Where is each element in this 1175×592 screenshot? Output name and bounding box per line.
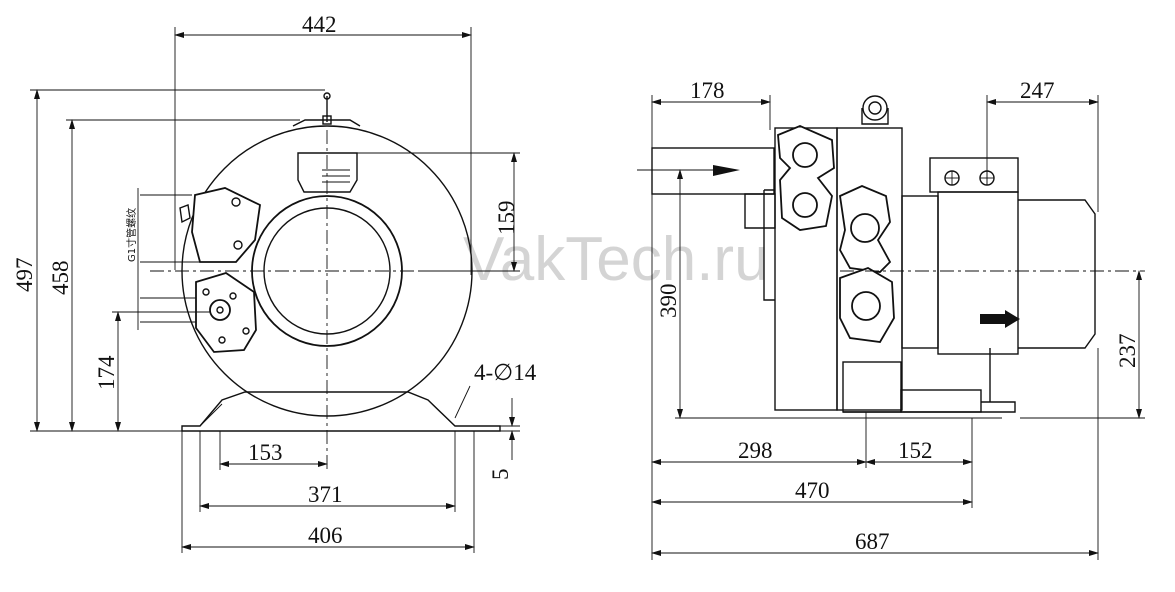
dim-base-width: 406 [308, 523, 343, 548]
front-view: 442 497 458 159 174 G1寸管螺纹 153 [12, 12, 537, 553]
dim-base-298: 298 [738, 438, 773, 463]
dim-holes: 4-∅14 [474, 360, 537, 385]
dim-overall-width: 442 [302, 12, 337, 37]
dim-overall-length: 687 [855, 529, 890, 554]
dim-overall-height: 497 [12, 258, 37, 293]
thread-note: G1寸管螺纹 [125, 208, 138, 262]
side-view: 178 247 390 237 298 152 470 687 [637, 78, 1145, 560]
dim-inlet-offset: 178 [690, 78, 725, 103]
dim-hole-spacing: 371 [308, 482, 343, 507]
dim-foot-thickness: 5 [488, 469, 513, 481]
dim-height-458: 458 [48, 261, 73, 296]
dim-half-base: 153 [248, 440, 283, 465]
dim-base-152: 152 [898, 438, 933, 463]
dim-base-470: 470 [795, 478, 830, 503]
dim-height-174: 174 [94, 355, 119, 390]
dim-inlet-height: 390 [656, 284, 681, 319]
dim-outlet-offset: 247 [1020, 78, 1055, 103]
dim-shaft-height: 237 [1115, 334, 1140, 369]
dim-height-159: 159 [494, 201, 519, 236]
